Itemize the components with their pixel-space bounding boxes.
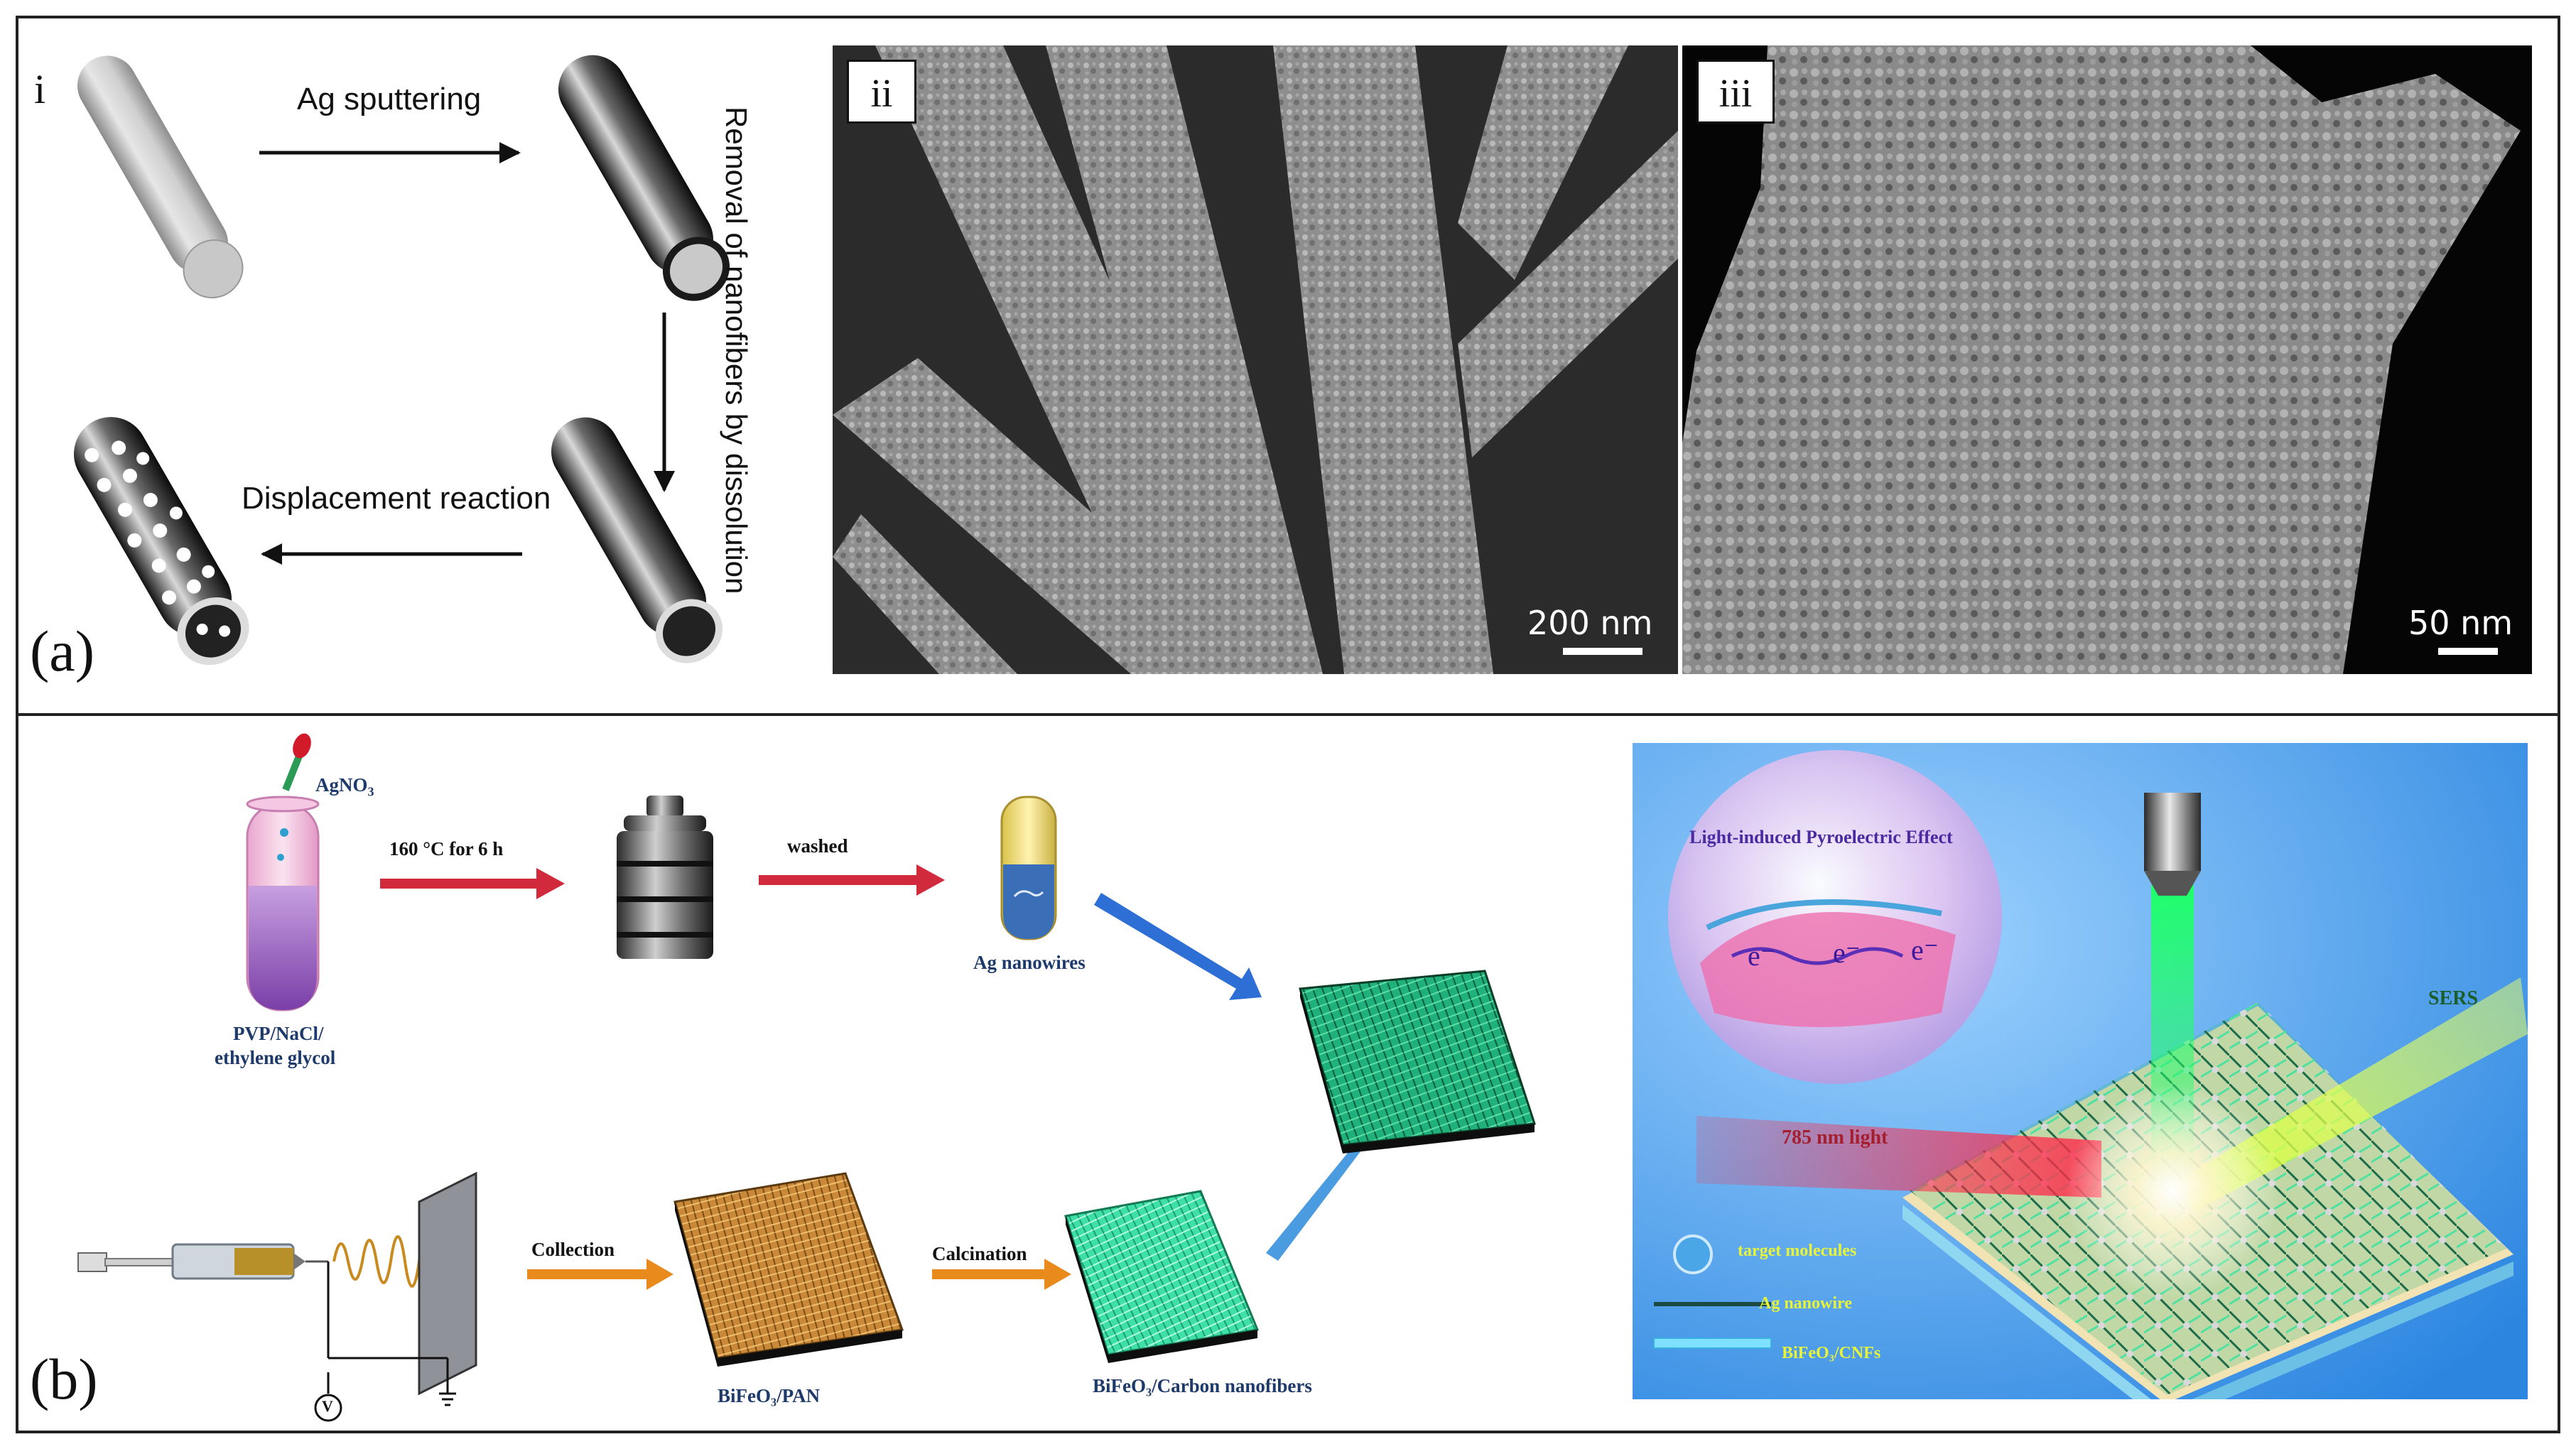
autoclave-icon: [617, 796, 713, 959]
red-arrow-2: [759, 864, 945, 896]
light-flare: [2066, 1084, 2279, 1297]
panel-b-label: (b): [30, 1347, 98, 1411]
bifeo3-cnf-label: BiFeO₃/Carbon nanofibers: [1093, 1375, 1312, 1396]
displacement-label: Displacement reaction: [242, 481, 551, 516]
agno3-label: AgNO3: [315, 774, 374, 799]
composite-mat-icon: [1299, 970, 1536, 1154]
electron-label-1: e⁻: [1748, 940, 1775, 972]
dropper-icon: [282, 733, 311, 791]
cnf-mat-icon: [1064, 1190, 1260, 1363]
voltmeter-icon: [314, 1394, 342, 1422]
solution-label-line1: PVP/NaCl/: [233, 1023, 324, 1044]
washed-label: washed: [787, 835, 848, 857]
laser-785-label: 785 nm light: [1782, 1127, 1888, 1149]
pan-mat-icon: [673, 1172, 904, 1367]
ag-nanowires-label: Ag nanowires: [973, 952, 1086, 973]
panel-b-frame: [16, 713, 2560, 1433]
red-arrow-1: [380, 868, 565, 899]
electron-label-3: e⁻: [1911, 934, 1939, 966]
sem-image-iii: [1682, 45, 2532, 674]
syringe-icon: [77, 1243, 328, 1280]
orange-arrow-2: [932, 1259, 1071, 1290]
solution-label-line2: ethylene glycol: [215, 1047, 336, 1068]
pyro-effect-label: Light-induced Pyroelectric Effect: [1689, 827, 1953, 847]
panel-a-schematic: [74, 55, 730, 666]
porous-tube-icon: [74, 417, 249, 666]
sers-render: [1633, 743, 2528, 1399]
circuit: [327, 1261, 456, 1406]
target-molecule-icon: [1673, 1234, 1713, 1274]
legend-cnfs-label: BiFeO₃/CNFs: [1782, 1344, 1881, 1362]
sers-label: SERS: [2428, 987, 2479, 1009]
sem-ii-scale-bar: [1563, 648, 1643, 655]
sem-iii-badge: iii: [1696, 60, 1775, 124]
electron-label-2: e⁻: [1833, 937, 1861, 969]
panel-b-synthesis: [77, 733, 1536, 1422]
panel-a-label: (a): [30, 619, 95, 683]
pyroelectric-bubble: [1668, 750, 2002, 1084]
bifeo3-pan-label: BiFeO₃/PAN: [718, 1385, 821, 1406]
vial-icon: [1000, 796, 1057, 940]
objective-lens-icon: [2144, 793, 2201, 896]
sem-image-ii: [833, 45, 1678, 674]
calcination-label: Calcination: [932, 1243, 1027, 1264]
blue-arrow-2: [1266, 1117, 1384, 1261]
heat-label: 160 °C for 6 h: [389, 838, 504, 859]
legend-nanowire-label: Ag nanowire: [1759, 1294, 1852, 1313]
plain-nanofiber-icon: [77, 55, 244, 299]
hollow-tube-icon: [551, 417, 723, 663]
blue-arrow-1: [1094, 893, 1262, 1000]
cnfs-legend-icon: [1653, 1337, 1772, 1349]
ag-sputtering-label: Ag sputtering: [297, 82, 482, 116]
sem-iii-scale-bar: [2438, 648, 2498, 655]
removal-label: Removal of nanofibers by dissolution: [720, 107, 753, 595]
collector-plate-icon: [418, 1171, 477, 1396]
sem-iii-scale-label: 50 nm: [2408, 604, 2513, 642]
legend-target-label: target molecules: [1738, 1242, 1857, 1260]
voltmeter-label: V: [322, 1397, 333, 1415]
test-tube-icon: [246, 796, 320, 1011]
collection-label: Collection: [531, 1239, 615, 1260]
red-laser-beam: [1696, 1116, 2101, 1198]
sem-ii-badge: ii: [847, 60, 916, 124]
orange-arrow-1: [527, 1259, 673, 1290]
step-i-label: i: [34, 66, 46, 112]
sem-ii-scale-label: 200 nm: [1527, 604, 1653, 642]
coated-nanofiber-icon: [558, 55, 730, 301]
